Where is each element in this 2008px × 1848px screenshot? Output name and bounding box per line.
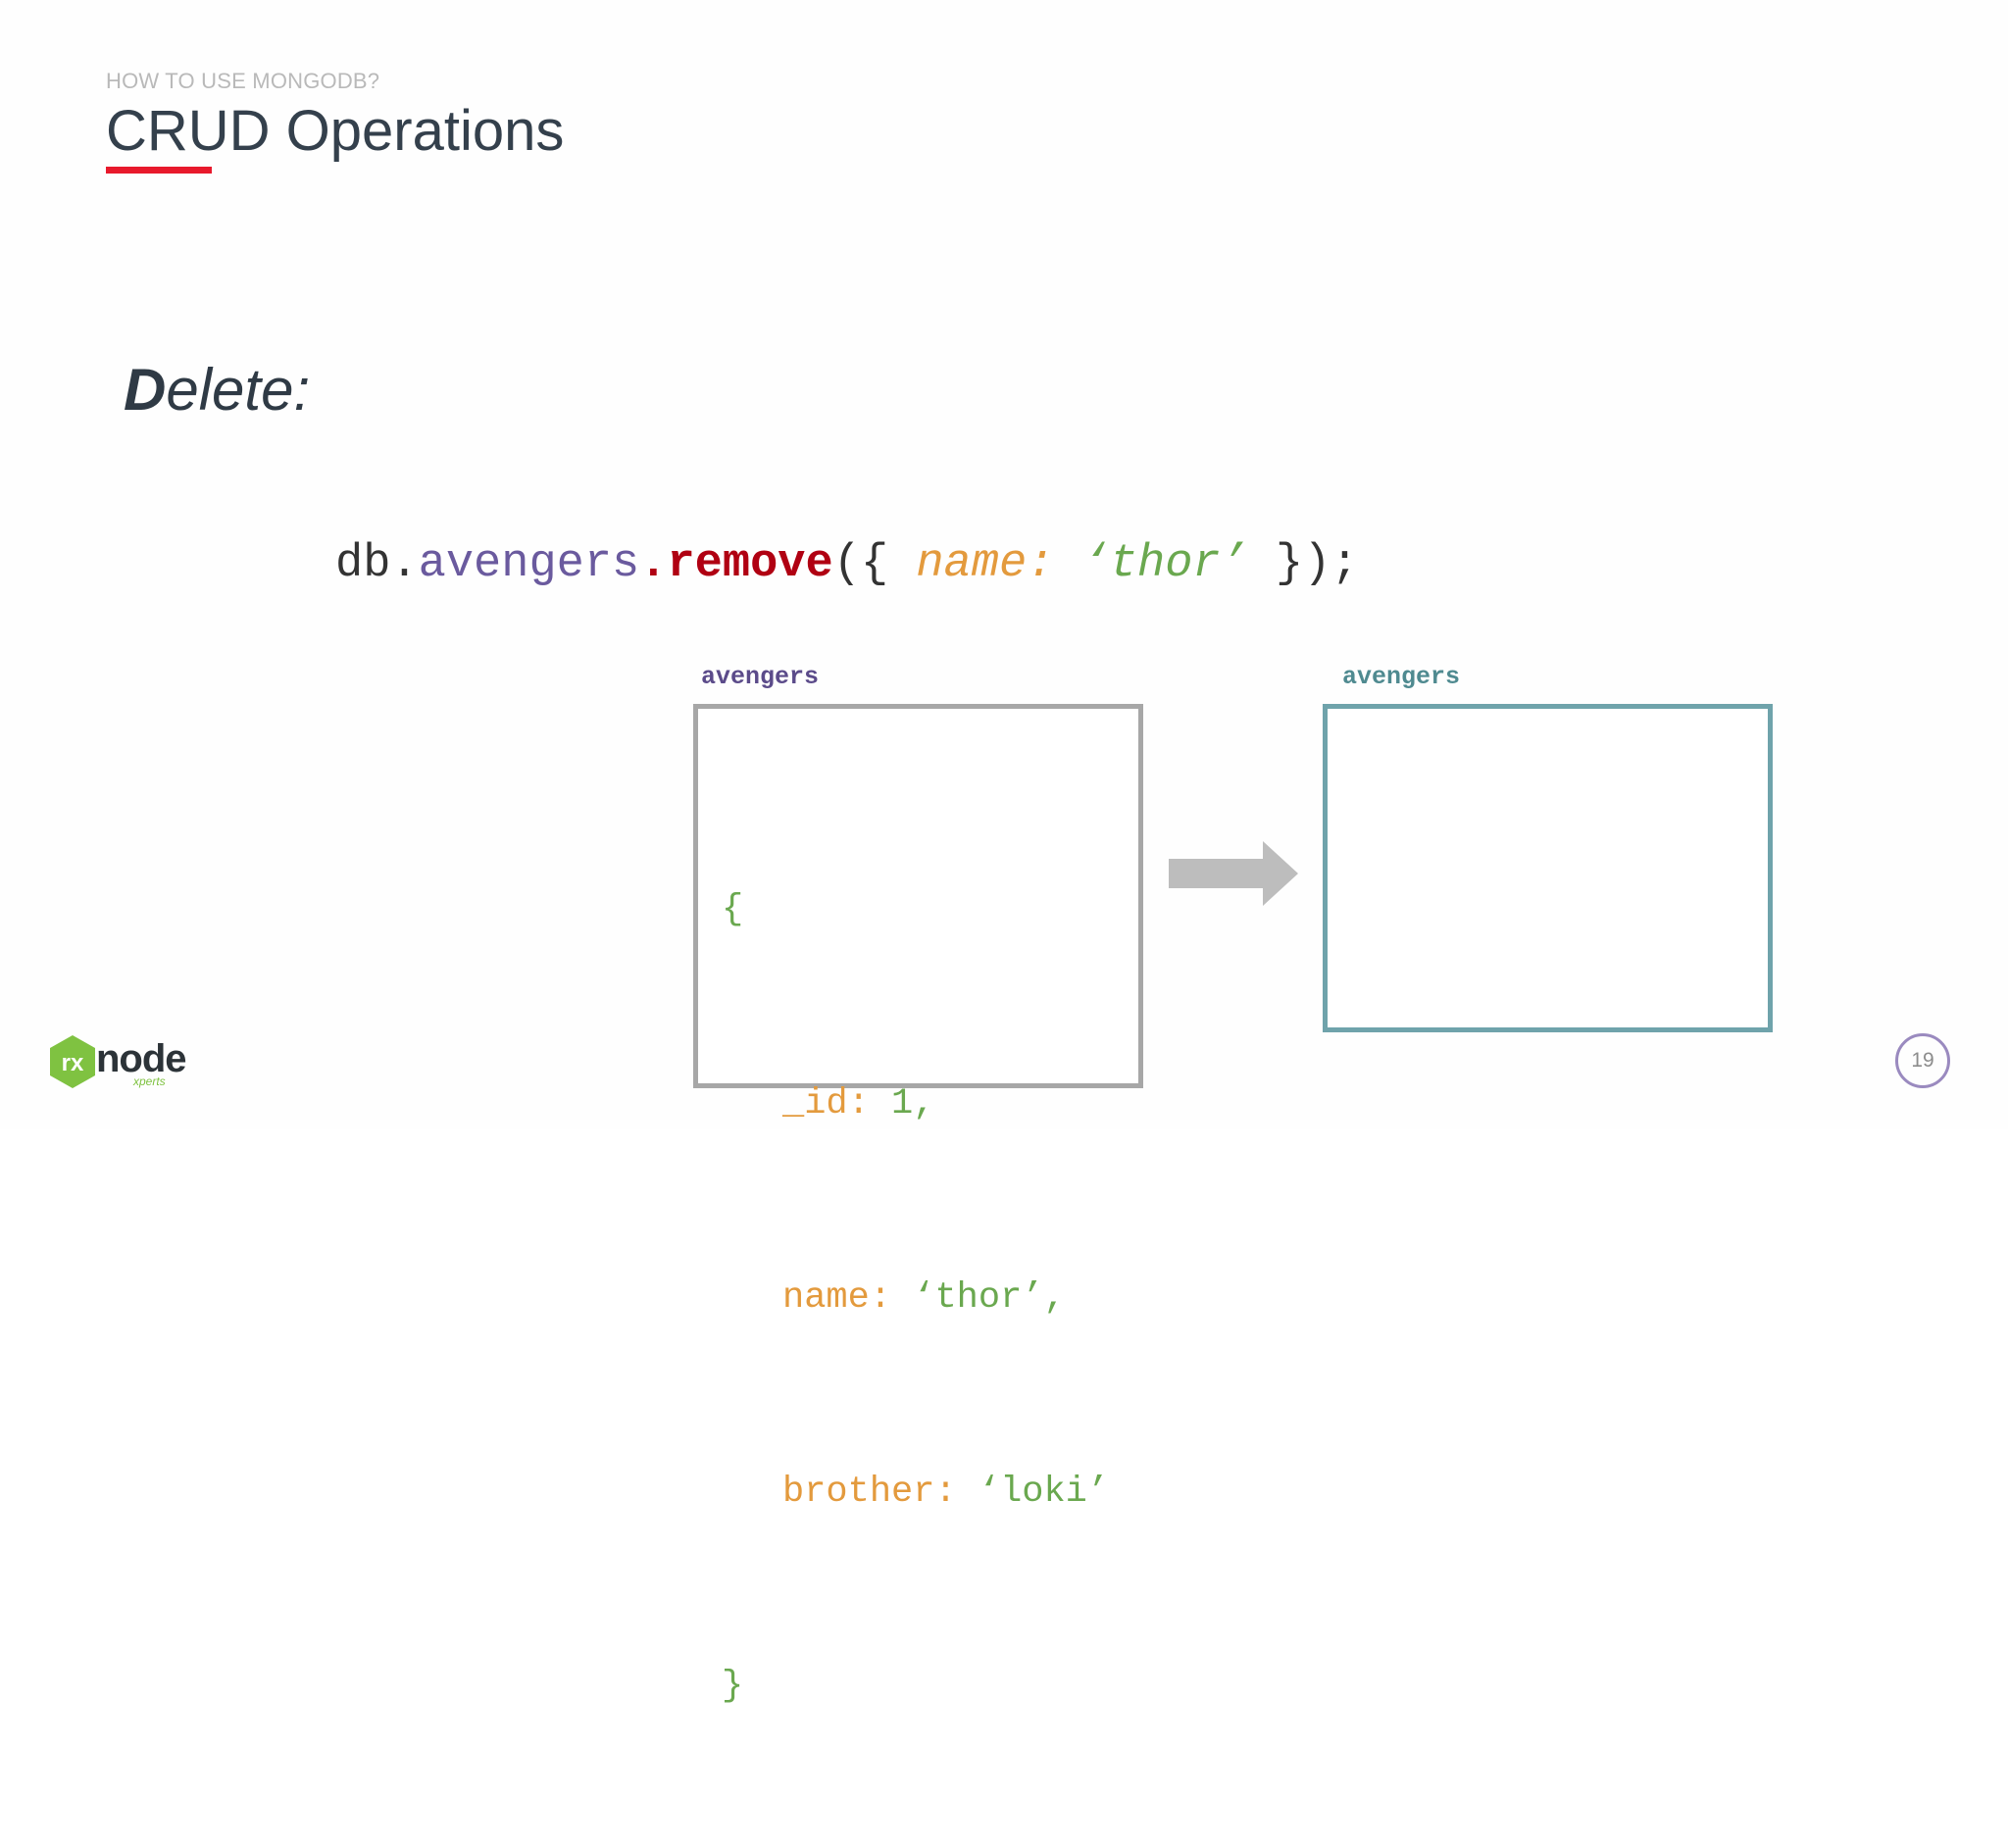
document-open-brace: { (722, 889, 744, 930)
code-method: .remove (639, 538, 833, 590)
document-field: name: ‘thor’, (722, 1266, 1109, 1330)
code-collection: avengers (418, 538, 640, 590)
after-collection-box (1323, 704, 1773, 1032)
field-key: brother: (782, 1472, 957, 1513)
field-key: _id: (782, 1083, 870, 1124)
field-key: name: (782, 1277, 892, 1319)
rxnode-logo: rx node xperts (47, 1033, 194, 1092)
slide-title: CRUD Operations (106, 99, 565, 163)
after-collection-label: avengers (1342, 663, 1461, 691)
section-heading-rest: elete: (166, 357, 311, 423)
document-field: _id: 1, (722, 1072, 1109, 1136)
right-arrow-icon (1169, 841, 1298, 906)
rxnode-hexagon-logo-icon: rx (50, 1035, 95, 1088)
document-field: brother: ‘loki’ (722, 1460, 1109, 1524)
slide-kicker: HOW TO USE MONGODB? (106, 69, 380, 93)
field-value: ‘loki’ (978, 1472, 1110, 1513)
code-statement: db.avengers.remove({ name: ‘thor’ }); (335, 535, 1359, 594)
document: { _id: 1, name: ‘thor’, brother: ‘loki’ … (722, 748, 1109, 1848)
field-value: ‘thor’, (913, 1277, 1066, 1319)
before-collection-box: { _id: 1, name: ‘thor’, brother: ‘loki’ … (693, 704, 1143, 1707)
code-close: }); (1247, 538, 1359, 590)
section-heading: Delete: (124, 355, 310, 425)
code-space (1054, 538, 1081, 590)
code-query-key: name: (916, 538, 1055, 590)
code-open: ({ (832, 538, 917, 590)
document-close-brace: } (722, 1666, 744, 1707)
title-underline (106, 167, 212, 174)
page-number: 19 (1895, 1033, 1950, 1088)
code-query-value: ‘thor’ (1081, 538, 1248, 590)
slide: HOW TO USE MONGODB? CRUD Operations Dele… (47, 69, 1950, 1707)
before-collection-label: avengers (701, 663, 820, 691)
field-value: 1, (891, 1083, 935, 1124)
logo-text: node (96, 1037, 187, 1080)
logo-subtext: xperts (133, 1074, 166, 1088)
code-db: db. (335, 538, 419, 590)
section-heading-initial: D (124, 357, 167, 423)
svg-text:rx: rx (62, 1050, 84, 1076)
